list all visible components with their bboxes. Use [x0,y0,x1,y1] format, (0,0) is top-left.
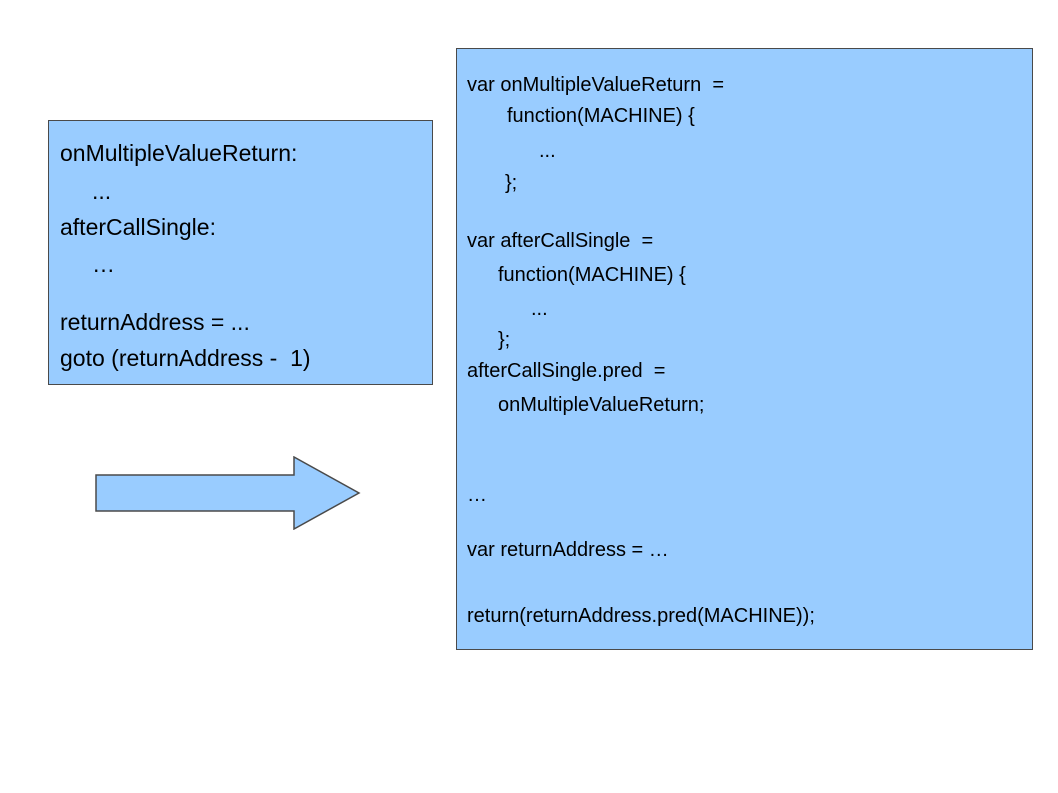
function-header: function(MACHINE) { [507,105,695,127]
label-on-multiple-value-return: onMultipleValueReturn: [60,140,298,166]
assembly-code-box: onMultipleValueReturn: ... afterCallSing… [48,120,433,385]
function-body-ellipsis: ... [531,298,548,320]
ellipsis-line: … [467,484,487,506]
var-on-multiple-value-return: var onMultipleValueReturn = [467,74,724,96]
function-close: }; [498,329,511,351]
var-return-address: var returnAddress = … [467,539,669,561]
var-after-call-single: var afterCallSingle = [467,230,654,252]
ellipsis-line: ... [92,178,112,204]
ellipsis-line: … [92,251,115,277]
label-after-call-single: afterCallSingle: [60,214,216,240]
pred-value: onMultipleValueReturn; [498,394,705,416]
right-arrow-shape [95,456,361,530]
function-body-ellipsis: ... [539,140,556,162]
pred-assignment: afterCallSingle.pred = [467,360,666,382]
goto-statement: goto (returnAddress - 1) [60,345,311,371]
function-close: }; [505,172,518,194]
javascript-code-box: var onMultipleValueReturn = function(MAC… [456,48,1033,650]
function-header: function(MACHINE) { [498,264,686,286]
return-statement: return(returnAddress.pred(MACHINE)); [467,605,815,627]
return-address-assignment: returnAddress = ... [60,309,250,335]
right-arrow-icon [95,456,361,530]
